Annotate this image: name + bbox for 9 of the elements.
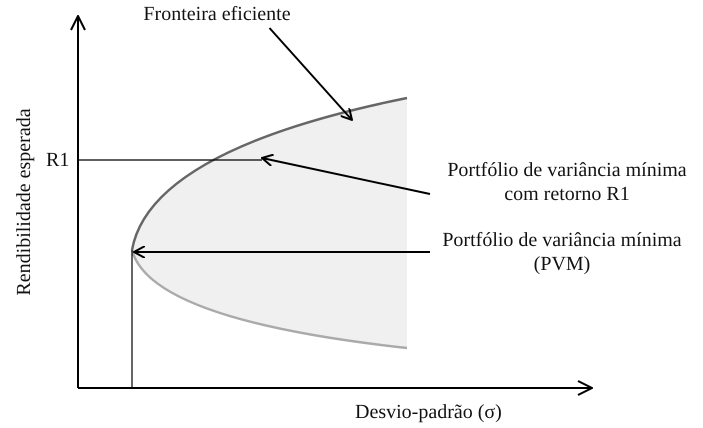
callout-text: Portfólio de variância mínima com retorno R1	[432, 158, 702, 206]
axis-tick-label: R1	[46, 148, 70, 172]
callout-text: Fronteira eficiente	[112, 2, 322, 26]
leader-arrow	[261, 153, 430, 195]
callout-text: Portfólio de variância mínima (PVM)	[432, 228, 692, 276]
leader-arrow	[268, 27, 353, 121]
axis-title: Rendibilidade esperada	[12, 107, 36, 298]
axis-title: Desvio-padrão (σ)	[355, 400, 502, 424]
leader-arrow	[133, 245, 430, 259]
